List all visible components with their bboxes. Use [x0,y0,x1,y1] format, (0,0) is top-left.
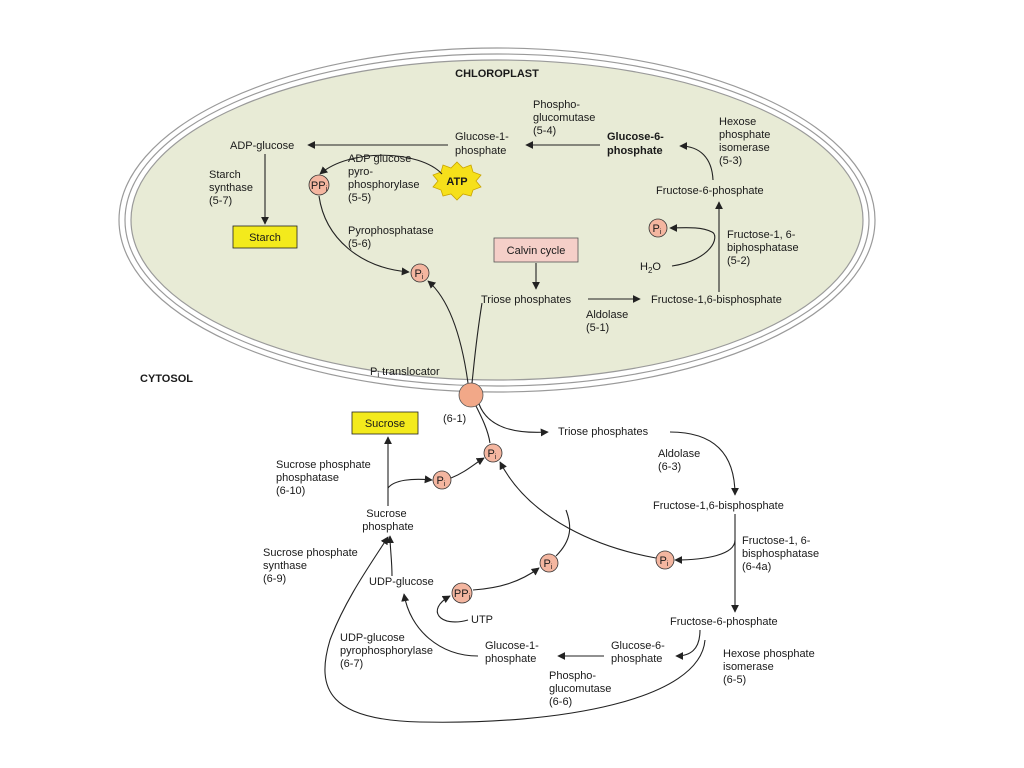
cyt-udp-glucose-pyrophosphorylase: UDP-glucose pyrophosphorylase (6-7) [340,632,436,670]
cyt-sucrose-phosphate-phosphatase: Sucrose phosphate phosphatase (6-10) [276,459,374,497]
cyt-utp: UTP [471,614,493,626]
cyt-fructose-6-phosphate: Fructose-6-phosphate [670,616,778,628]
arrow-f6p-to-sucrose-phosphate [324,536,706,723]
svg-text:Starch: Starch [249,232,281,244]
svg-text:Pi: Pi [544,558,553,571]
pi-circle-cytosol-middle: Pi [539,553,559,573]
cyt-glucose-1-phosphate: Glucose-1- phosphate [485,640,542,665]
cyt-hexose-phosphate-isomerase: Hexose phosphate isomerase (6-5) [723,648,818,686]
chl-hexose-phosphate-isomerase: Hexose phosphate isomerase (5-3) [719,116,773,167]
cyt-fructose-1-6-bisphosphate: Fructose-1,6-bisphosphate [653,500,784,512]
arrow-udpglc-to-sucrose-phosphate [386,535,395,577]
chl-h2o: H2O [640,261,661,275]
chl-adp-glucose: ADP-glucose [230,140,294,152]
chl-triose-phosphates: Triose phosphates [481,294,572,306]
chloroplast-label: CHLOROPLAST [455,68,539,80]
chloroplast-envelope [118,47,876,393]
chl-fructose-bisphosphatase: Fructose-1, 6- biphosphatase (5-2) [727,229,802,267]
chl-pyrophosphatase: Pyrophosphatase (5-6) [348,225,437,250]
arrow-glc1p-to-udpglc [401,593,479,657]
arrow-sucrose-phosphatase-to-pi [387,475,433,489]
chl-phosphoglucomutase: Phospho- glucomutase (5-4) [533,99,598,137]
sucrose-box: Sucrose [351,411,419,435]
svg-text:Calvin cycle: Calvin cycle [507,245,566,257]
ppi-circle-chloroplast: PPi [308,174,330,196]
arrow-pi-to-translocator [475,405,491,444]
starch-box: Starch [232,225,298,249]
cyt-fructose-bisphosphatase: Fructose-1, 6- bisphosphatase (6-4a) [742,535,822,573]
pi-circle-cytosol-sucrose: Pi [432,470,452,490]
svg-text:PPi: PPi [454,588,471,601]
svg-text:Pi: Pi [415,268,424,281]
arrow-adpglc-pyrophosphorylase [319,154,443,175]
chl-glucose-1-phosphate: Glucose-1- phosphate [455,131,512,157]
arrow-ppi-to-pi-cyt [472,567,540,591]
svg-text:Pi: Pi [653,223,662,236]
arrow-f6p-to-glc6p-cyt [675,629,701,660]
chl-fructose-6-phosphate: Fructose-6-phosphate [656,185,764,197]
arrow-ppi-to-pi [318,195,410,276]
arrow-triose-to-f16bp-cyt [669,431,739,496]
pi-circle-cytosol-right: Pi [655,550,675,570]
arrow-bisphosphatase-branch [669,223,716,267]
cyt-glucose-6-phosphate: Glucose-6- phosphate [611,640,668,665]
arrow-translocator-to-triose [478,403,549,437]
chl-glucose-6-phosphate: Glucose-6- phosphate [607,131,667,157]
pi-circle-chloroplast-center: Pi [410,263,430,283]
cyt-sucrose-phosphate: Sucrose phosphate [362,508,413,533]
arrow-translocator-to-pi [427,280,469,384]
pi-circle-chloroplast-right: Pi [648,218,668,238]
arrow-pi-sucrose-to-pi-top [450,457,485,479]
pi-translocator-label: Pi translocator [370,366,440,379]
arrow-utp-loop [436,595,469,623]
svg-text:Pi: Pi [437,475,446,488]
svg-text:ATP: ATP [446,176,467,188]
pi-translocator [458,382,484,408]
cyt-aldolase: Aldolase (6-3) [658,448,703,473]
cyt-phosphoglucomutase: Phospho- glucomutase (6-6) [549,670,614,708]
ppi-circle-cytosol: PPi [451,582,473,604]
chl-aldolase: Aldolase (5-1) [586,309,631,334]
arrow-bisphosphatase-to-pi-cyt [674,539,736,564]
svg-text:PPi: PPi [311,180,328,193]
cyt-triose-phosphates: Triose phosphates [558,426,649,438]
pi-circle-cytosol-top: Pi [483,443,503,463]
svg-text:Sucrose: Sucrose [365,418,405,430]
arrow-pi-middle-up [555,509,571,557]
svg-text:Pi: Pi [660,555,669,568]
arrow-triose-to-translocator [471,302,483,384]
cytosol-label: CYTOSOL [140,373,193,385]
cyt-udp-glucose: UDP-glucose [369,576,434,588]
svg-text:Pi: Pi [488,448,497,461]
calvin-cycle-box: Calvin cycle [493,237,579,263]
arrow-f6p-to-glc6p [679,142,714,181]
pi-translocator-ec: (6-1) [443,413,466,425]
atp-starburst: ATP [432,161,482,201]
chl-starch-synthase: Starch synthase (5-7) [209,169,256,207]
cyt-sucrose-phosphate-synthase: Sucrose phosphate synthase (6-9) [263,547,361,585]
arrow-pi-cyt-right-to-pi-top [499,461,657,559]
chl-fructose-1-6-bisphosphate: Fructose-1,6-bisphosphate [651,294,782,306]
